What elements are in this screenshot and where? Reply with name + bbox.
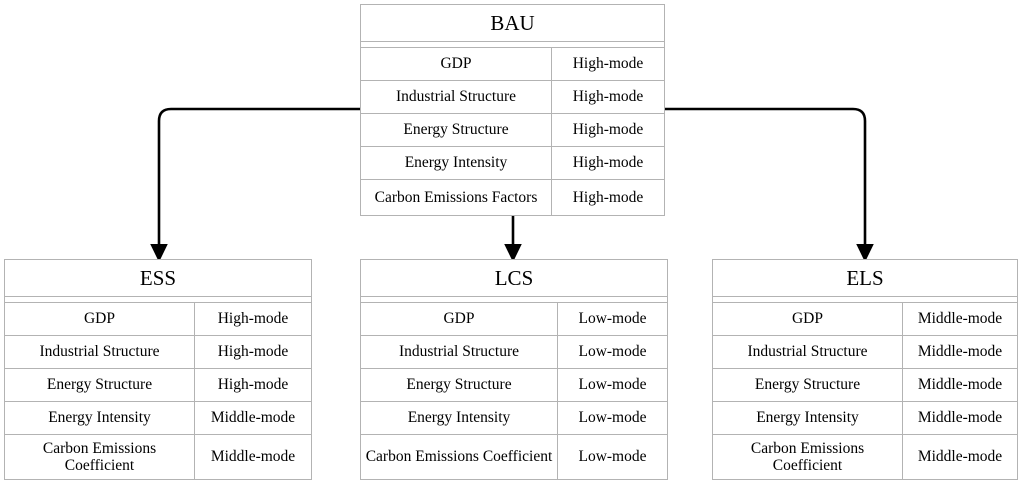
table-row: Energy Intensity Middle-mode: [5, 402, 311, 435]
parameter-value: Low-mode: [578, 376, 647, 394]
parameter-label: GDP: [713, 303, 903, 335]
table-row: Energy Intensity Low-mode: [361, 402, 667, 435]
table-row: Carbon Emissions Coefficient Middle-mode: [5, 435, 311, 479]
scenario-table-bau: BAU GDP High-mode Industrial Structure H…: [360, 4, 665, 216]
table-row: GDP High-mode: [5, 303, 311, 336]
parameter-value: Low-mode: [578, 343, 647, 361]
parameter-label: Industrial Structure: [361, 81, 552, 113]
parameter-label: Carbon Emissions Coefficient: [713, 435, 903, 479]
table-row: Industrial Structure Low-mode: [361, 336, 667, 369]
parameter-value: High-mode: [572, 55, 644, 73]
parameter-label: Energy Structure: [5, 369, 195, 401]
parameter-value: Middle-mode: [210, 448, 296, 466]
table-row: Energy Structure High-mode: [361, 114, 664, 147]
table-body-els: GDP Middle-mode Industrial Structure Mid…: [713, 303, 1017, 479]
table-row: GDP Low-mode: [361, 303, 667, 336]
table-body-bau: GDP High-mode Industrial Structure High-…: [361, 48, 664, 215]
scenario-table-ess: ESS GDP High-mode Industrial Structure H…: [4, 259, 312, 480]
parameter-value: Middle-mode: [917, 409, 1003, 427]
table-row: Carbon Emissions Coefficient Low-mode: [361, 435, 667, 479]
parameter-value: Low-mode: [578, 310, 647, 328]
parameter-value: High-mode: [572, 188, 644, 206]
parameter-value: Middle-mode: [917, 376, 1003, 394]
parameter-label: Industrial Structure: [713, 336, 903, 368]
parameter-value: Low-mode: [578, 448, 647, 466]
parameter-label: Carbon Emissions Coefficient: [5, 435, 195, 479]
parameter-value: High-mode: [217, 376, 289, 394]
table-row: Energy Intensity High-mode: [361, 147, 664, 180]
parameter-label: Energy Structure: [713, 369, 903, 401]
table-title-els: ELS: [713, 260, 1017, 297]
title-underline-spacer: [361, 42, 664, 48]
parameter-label: Energy Intensity: [713, 402, 903, 434]
parameter-label: Energy Intensity: [361, 402, 558, 434]
parameter-value: Middle-mode: [210, 409, 296, 427]
table-row: Energy Intensity Middle-mode: [713, 402, 1017, 435]
table-title-lcs: LCS: [361, 260, 667, 297]
table-row: Energy Structure Low-mode: [361, 369, 667, 402]
scenario-table-lcs: LCS GDP Low-mode Industrial Structure Lo…: [360, 259, 668, 480]
table-row: Industrial Structure Middle-mode: [713, 336, 1017, 369]
parameter-label: Industrial Structure: [361, 336, 558, 368]
parameter-value: High-mode: [572, 154, 644, 172]
parameter-value: Low-mode: [578, 409, 647, 427]
parameter-value: Middle-mode: [917, 310, 1003, 328]
parameter-label: GDP: [361, 48, 552, 80]
table-title-bau: BAU: [361, 5, 664, 42]
table-row: GDP High-mode: [361, 48, 664, 81]
table-row: Industrial Structure High-mode: [5, 336, 311, 369]
parameter-value: High-mode: [572, 88, 644, 106]
table-row: Carbon Emissions Coefficient Middle-mode: [713, 435, 1017, 479]
parameter-label: GDP: [361, 303, 558, 335]
title-underline-spacer: [713, 297, 1017, 303]
table-row: GDP Middle-mode: [713, 303, 1017, 336]
parameter-label: GDP: [5, 303, 195, 335]
parameter-label: Energy Structure: [361, 114, 552, 146]
scenario-table-els: ELS GDP Middle-mode Industrial Structure…: [712, 259, 1018, 480]
connector-bau-to-els: [665, 107, 874, 263]
title-underline-spacer: [361, 297, 667, 303]
table-title-ess: ESS: [5, 260, 311, 297]
parameter-label: Energy Structure: [361, 369, 558, 401]
parameter-value: High-mode: [572, 121, 644, 139]
parameter-label: Industrial Structure: [5, 336, 195, 368]
table-body-ess: GDP High-mode Industrial Structure High-…: [5, 303, 311, 479]
connector-bau-to-ess: [150, 107, 360, 263]
table-row: Industrial Structure High-mode: [361, 81, 664, 114]
parameter-label: Energy Intensity: [5, 402, 195, 434]
table-body-lcs: GDP Low-mode Industrial Structure Low-mo…: [361, 303, 667, 479]
parameter-value: Middle-mode: [917, 343, 1003, 361]
table-row: Energy Structure Middle-mode: [713, 369, 1017, 402]
title-underline-spacer: [5, 297, 311, 303]
parameter-value: High-mode: [217, 310, 289, 328]
parameter-label: Energy Intensity: [361, 147, 552, 179]
parameter-value: Middle-mode: [917, 448, 1003, 466]
parameter-label: Carbon Emissions Factors: [361, 180, 552, 215]
parameter-value: High-mode: [217, 343, 289, 361]
table-row: Carbon Emissions Factors High-mode: [361, 180, 664, 215]
parameter-label: Carbon Emissions Coefficient: [361, 435, 558, 479]
table-row: Energy Structure High-mode: [5, 369, 311, 402]
